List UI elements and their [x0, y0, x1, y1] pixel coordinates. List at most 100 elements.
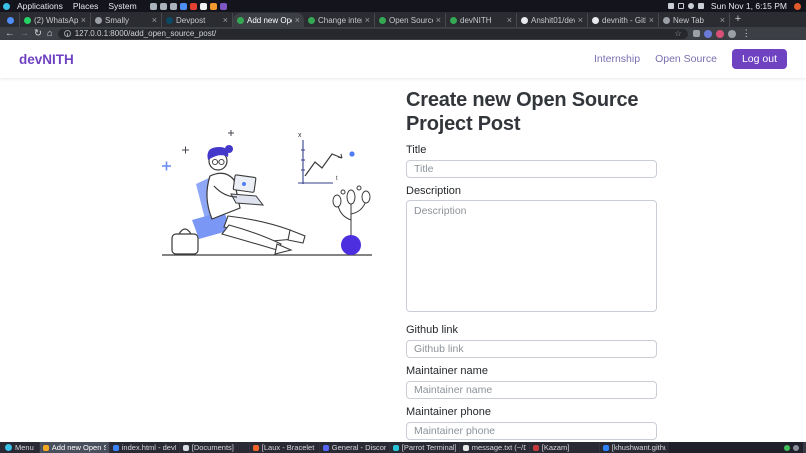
panel-launcher-icon[interactable] [169, 2, 177, 10]
site-info-icon[interactable] [63, 30, 71, 37]
maintainer-name-input[interactable] [406, 380, 657, 399]
tab-smally[interactable]: Smally × [91, 13, 162, 27]
taskbar-menu-button[interactable]: Menu [0, 442, 39, 453]
url-text[interactable]: 127.0.0.1:8000/add_open_source_post/ [74, 29, 217, 38]
tab-label: Add new Open [247, 15, 292, 25]
tab-open-source[interactable]: Open Source × [375, 13, 446, 27]
panel-launcher-icon[interactable] [209, 2, 217, 10]
tab-favicon [7, 16, 14, 24]
window-icon [322, 444, 329, 451]
tab-close-icon[interactable]: × [506, 14, 512, 25]
tab-add-new-open-source[interactable]: Add new Open × [233, 13, 304, 27]
tab-close-icon[interactable]: × [648, 14, 654, 25]
tab-label: devNITH [460, 15, 492, 25]
taskbar-window-index-html[interactable]: index.html - devNITH... [108, 442, 179, 453]
battery-icon[interactable] [697, 3, 704, 9]
description-textarea[interactable] [406, 199, 657, 312]
panel-launcher-icon[interactable] [179, 2, 187, 10]
window-icon [42, 444, 49, 451]
taskbar-window-khushwant-github[interactable]: [khushwant.github.i... [598, 442, 669, 453]
taskbar-window-kazam[interactable]: [Kazam] [528, 442, 599, 453]
tab-pinned[interactable] [2, 13, 20, 27]
tab-close-icon[interactable]: × [294, 14, 300, 25]
volume-icon[interactable] [687, 3, 694, 9]
taskbar-window-documents[interactable]: [Documents] [178, 442, 249, 453]
window-label: [Documents] [191, 443, 234, 452]
keyboard-indicator-icon[interactable] [667, 3, 674, 9]
maintainer-phone-field: Maintainer phone [406, 405, 657, 440]
panel-launcher-icon[interactable] [189, 2, 197, 10]
tab-close-icon[interactable]: × [719, 14, 725, 25]
brand-logo[interactable]: devNITH [19, 51, 74, 67]
maintainer-phone-input[interactable] [406, 421, 657, 440]
home-icon[interactable]: ⌂ [46, 27, 53, 39]
tab-close-icon[interactable]: × [80, 14, 86, 25]
network-icon[interactable] [677, 3, 684, 9]
tab-favicon [308, 16, 315, 24]
address-bar[interactable]: 127.0.0.1:8000/add_open_source_post/ ☆ [57, 28, 688, 39]
back-icon[interactable]: ← [5, 27, 15, 39]
tab-devnith-github[interactable]: devnith - GitHub × [588, 13, 659, 27]
tab-close-icon[interactable]: × [435, 14, 441, 25]
toolbar-right-cluster: ⋮ [692, 28, 753, 39]
nav-link-open-source[interactable]: Open Source [655, 53, 717, 65]
tab-close-icon[interactable]: × [222, 14, 228, 25]
browser-menu-icon[interactable]: ⋮ [741, 28, 751, 38]
taskbar-window-discord[interactable]: General - Discord [318, 442, 389, 453]
tab-anshit01-devnith[interactable]: Anshit01/devNITH × [517, 13, 588, 27]
menu-places[interactable]: Places [72, 1, 99, 11]
extensions-icon[interactable] [692, 30, 700, 37]
profile-avatar[interactable] [715, 29, 724, 38]
show-desktop-button[interactable] [803, 442, 806, 453]
panel-clock[interactable]: Sun Nov 1, 6:15 PM [710, 1, 787, 11]
tab-close-icon[interactable]: × [364, 14, 370, 25]
tab-new-tab[interactable]: New Tab × [659, 13, 730, 27]
reload-icon[interactable]: ↻ [34, 27, 42, 39]
tab-favicon [24, 16, 31, 24]
tab-whatsapp[interactable]: (2) WhatsApp × [20, 13, 91, 27]
menu-label: Menu [15, 443, 34, 452]
tab-change-internship[interactable]: Change internship × [304, 13, 375, 27]
window-icon [112, 444, 119, 451]
tab-favicon [663, 16, 670, 24]
page-title: Create new Open Source Project Post [406, 89, 639, 136]
taskbar-window-parrot-terminal[interactable]: [Parrot Terminal] [388, 442, 459, 453]
window-label: [Parrot Terminal] [401, 443, 456, 452]
panel-launcher-icon[interactable] [149, 2, 157, 10]
extension-avatar-icon[interactable] [727, 29, 736, 38]
tray-status-icon[interactable] [784, 444, 790, 451]
tab-close-icon[interactable]: × [577, 14, 583, 25]
maintainer-name-label: Maintainer name [406, 364, 488, 377]
tray-app-icon[interactable] [793, 444, 799, 451]
tab-close-icon[interactable]: × [151, 14, 157, 25]
taskbar-window-laux-bracelet[interactable]: [Laux - Bracelet [Offi... [248, 442, 319, 453]
tab-devnith[interactable]: devNITH × [446, 13, 517, 27]
taskbar-window-message-txt[interactable]: message.txt (~/Dow... [458, 442, 529, 453]
menu-system[interactable]: System [108, 1, 137, 11]
forward-icon[interactable]: → [19, 27, 30, 39]
notification-icon[interactable] [794, 2, 801, 10]
menu-applications[interactable]: Applications [17, 1, 63, 11]
window-icon [392, 444, 399, 451]
nav-link-internship[interactable]: Internship [593, 53, 641, 65]
panel-launcher-icon[interactable] [199, 2, 207, 10]
title-input[interactable] [406, 159, 657, 178]
window-icon [182, 444, 189, 451]
panel-launcher-icon[interactable] [159, 2, 167, 10]
window-icon [602, 444, 609, 451]
github-link-input[interactable] [406, 339, 657, 358]
site-header: devNITH Internship Open Source Log out [0, 40, 806, 78]
new-tab-button[interactable]: + [734, 13, 742, 25]
extension-avatar-icon[interactable] [703, 29, 712, 38]
tab-devpost[interactable]: Devpost × [162, 13, 233, 27]
distro-logo-icon[interactable] [3, 2, 10, 10]
taskbar-window-add-new-open-source[interactable]: Add new Open Sourc... [38, 442, 109, 453]
bookmark-star-icon[interactable]: ☆ [674, 29, 682, 38]
panel-launcher-icon[interactable] [219, 2, 227, 10]
browser-tab-strip: (2) WhatsApp × Smally × Devpost × Add ne… [0, 12, 806, 27]
illustration: x t [150, 124, 375, 267]
logout-button[interactable]: Log out [731, 49, 787, 69]
tab-favicon [450, 16, 457, 24]
description-field: Description [406, 185, 657, 317]
maintainer-phone-label: Maintainer phone [406, 405, 492, 418]
